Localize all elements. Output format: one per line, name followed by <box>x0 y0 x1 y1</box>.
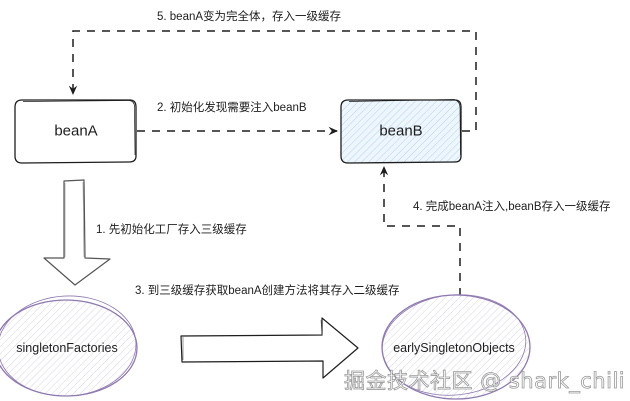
node-singletonFactories-label: singletonFactories <box>16 341 118 355</box>
step3-label: 3. 到三级缓存获取beanA创建方法将其存入二级缓存 <box>135 285 400 297</box>
arrow-step3-block <box>180 317 359 379</box>
step5-label: 5. beanA变为完全体，存入一级缓存 <box>157 11 342 23</box>
node-beanA-label: beanA <box>54 122 98 140</box>
step1-label: 1. 先初始化工厂存入三级缓存 <box>96 224 247 236</box>
step2-label: 2. 初始化发现需要注入beanB <box>157 102 307 114</box>
node-earlySingletonObjects-shape <box>381 294 531 400</box>
node-singletonFactories-shape <box>0 295 138 397</box>
watermark: 掘金技术社区 @ shark_chili <box>344 369 626 394</box>
node-beanB-label: beanB <box>379 122 423 140</box>
node-beanA-shape <box>14 99 137 164</box>
node-beanB-shape <box>340 99 462 164</box>
arrow-step1-block <box>43 179 111 286</box>
step4-label: 4. 完成beanA注入,beanB存入一级缓存 <box>413 201 611 213</box>
node-earlySingletonObjects-label: earlySingletonObjects <box>393 341 515 355</box>
arrow-step4 <box>379 165 461 296</box>
